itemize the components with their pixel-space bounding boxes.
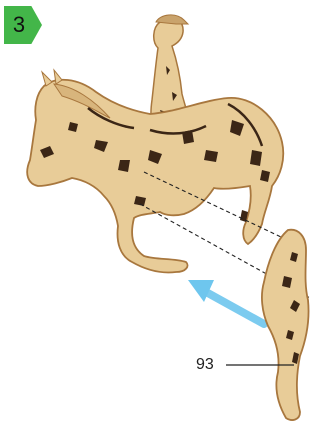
part-93-leg — [262, 230, 309, 420]
insertion-arrow — [188, 280, 264, 324]
part-number-label: 93 — [196, 356, 214, 374]
